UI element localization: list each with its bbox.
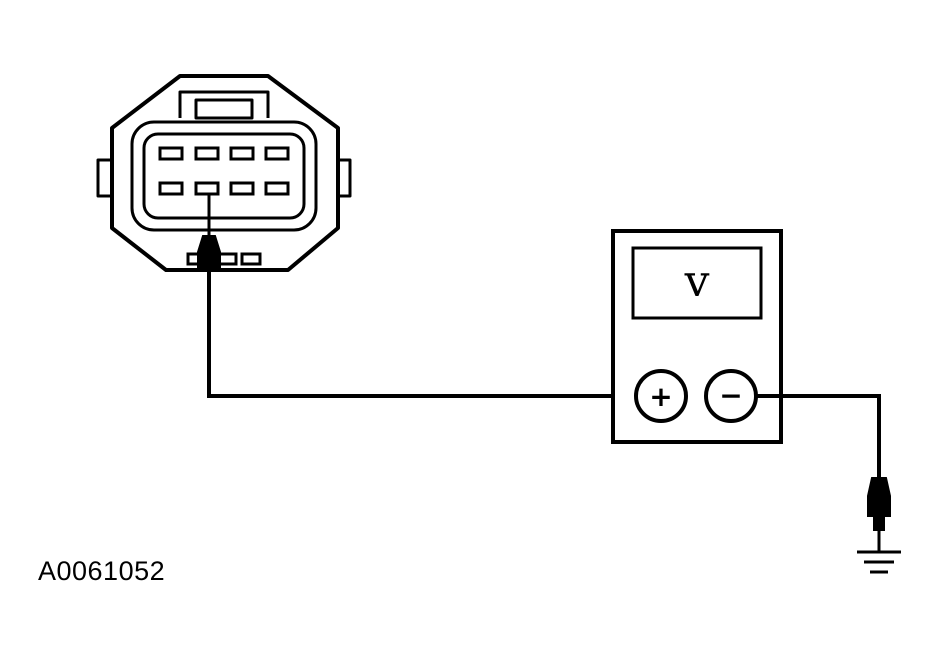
negative-terminal-label: − (719, 379, 742, 412)
connector-lock-slot (194, 98, 254, 120)
positive-terminal (634, 369, 688, 423)
connector-key-slot (240, 252, 262, 266)
connector-pin (229, 181, 255, 196)
connector-pin (194, 146, 220, 161)
voltmeter-display (631, 246, 763, 320)
negative-lead-wire (756, 394, 881, 478)
ground-probe-clip (867, 477, 891, 531)
connector-pins (158, 146, 290, 196)
connector-pin (264, 146, 290, 161)
connector-shroud-outer (130, 120, 318, 232)
positive-test-lead (197, 194, 636, 398)
voltmeter: v + − (611, 229, 783, 444)
figure-id: A0061052 (38, 556, 166, 586)
connector-lock-tab (178, 90, 270, 118)
connector-pin (264, 181, 290, 196)
probe-tip (197, 235, 221, 271)
connector-pin-probed (194, 181, 220, 196)
connector (96, 74, 352, 272)
positive-terminal-label: + (649, 380, 672, 413)
negative-test-lead (756, 394, 891, 552)
ground-icon (857, 550, 901, 574)
connector-pin (229, 146, 255, 161)
connector-left-ear (96, 158, 112, 198)
connector-shroud-inner (142, 132, 306, 220)
connector-right-ear (338, 158, 352, 198)
connector-pin (158, 181, 184, 196)
positive-lead-wire (207, 270, 636, 398)
connector-pin (158, 146, 184, 161)
voltmeter-display-symbol: v (684, 256, 710, 307)
